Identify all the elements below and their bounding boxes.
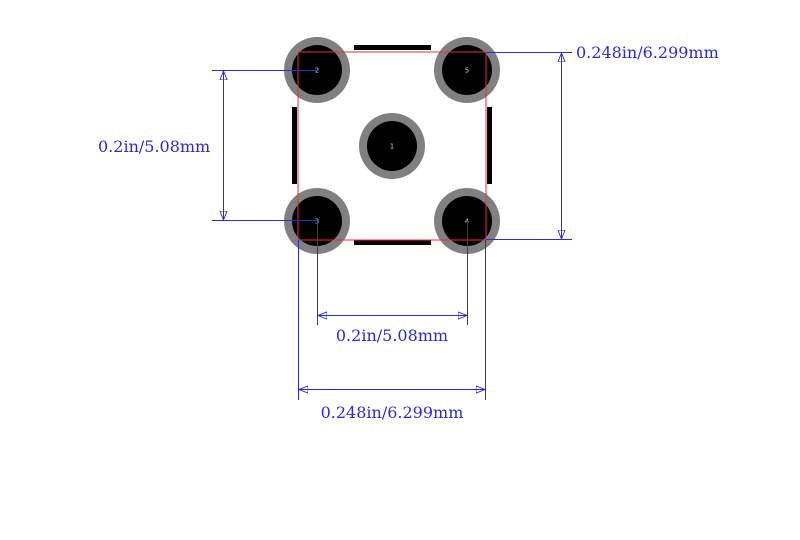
right-dim-label: 0.248in/6.299mm xyxy=(576,43,719,62)
pad-5: 5 xyxy=(434,37,500,103)
bottom-outer-dim-label: 0.248in/6.299mm xyxy=(321,403,464,422)
pad-5-hole xyxy=(442,45,492,95)
dimensions-group xyxy=(212,52,572,400)
bottom-inner-dim-label: 0.2in/5.08mm xyxy=(336,326,448,345)
silkscreen-right-bar xyxy=(487,107,492,184)
pad-1-hole xyxy=(367,121,417,171)
silkscreen-top-bar xyxy=(354,45,431,50)
pad-5-label: 5 xyxy=(465,67,469,75)
silkscreen-bottom-bar xyxy=(354,240,431,245)
pad-1: 1 xyxy=(359,113,425,179)
body-outline xyxy=(297,51,487,241)
pad-1-label: 1 xyxy=(390,143,394,151)
silkscreen-group xyxy=(292,45,492,245)
left-dim-label: 0.2in/5.08mm xyxy=(98,137,210,156)
silkscreen-left-bar xyxy=(292,107,297,184)
